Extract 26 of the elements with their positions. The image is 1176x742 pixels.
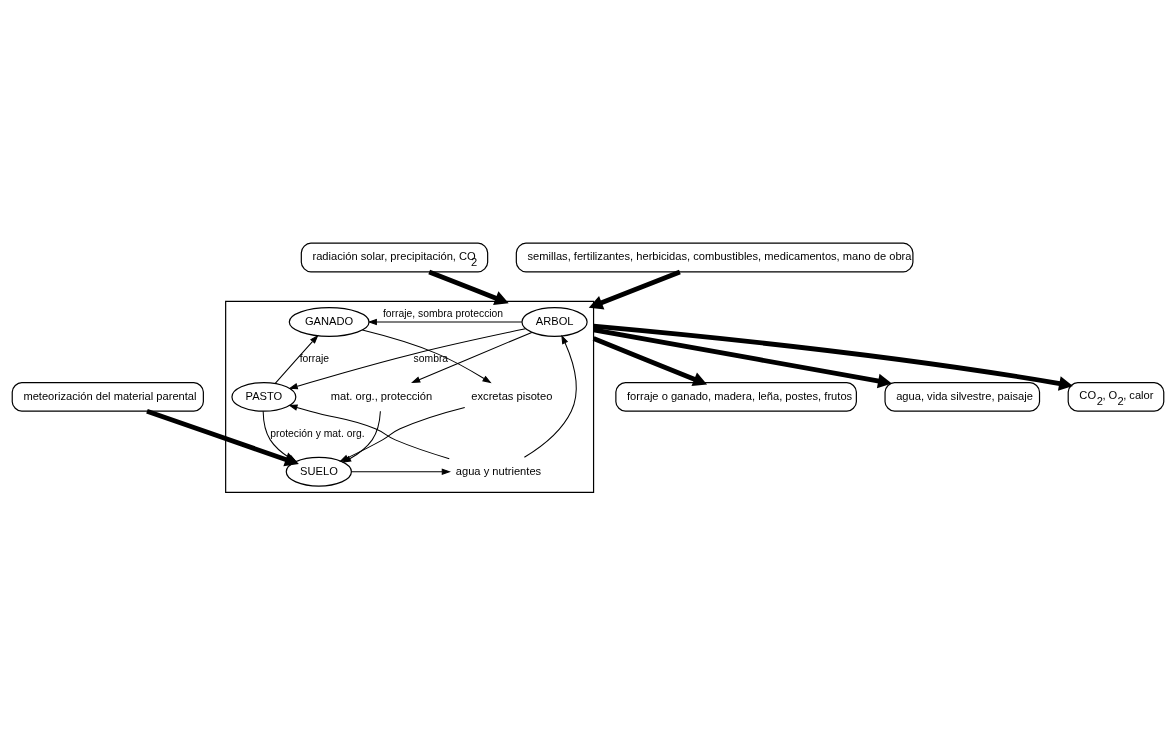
edge-label: sombra <box>413 353 449 365</box>
arrow <box>592 336 708 386</box>
arrow <box>411 331 533 384</box>
cluster <box>225 300 595 494</box>
arrow <box>593 323 1073 391</box>
arrow <box>367 318 523 326</box>
edge-label: proteción y mat. org. <box>270 428 365 440</box>
node-text: mat. org., protección <box>330 389 433 402</box>
node-box: agua, vida silvestre, paisaje <box>884 381 1041 412</box>
node-box: semillas, fertilizantes, herbicidas, combustibles, medicamentos, mano de obra <box>515 242 914 273</box>
edge-label: forraje, sombra proteccion <box>382 307 504 319</box>
node-box: forraje o ganado, madera, leña, postes, frutos <box>615 381 857 412</box>
edge-label: forraje <box>299 353 330 365</box>
arrow <box>593 327 892 389</box>
node-text: agua y nutrientes <box>455 464 542 477</box>
arrow <box>588 269 681 310</box>
node-ellipse: ARBOL <box>521 307 588 337</box>
node-box: meteorización del material parental <box>11 381 204 412</box>
arrow <box>351 468 451 475</box>
arrow <box>361 329 492 384</box>
arrow <box>288 328 527 390</box>
arrow <box>274 334 319 384</box>
node-text: excretas pisoteo <box>471 389 553 402</box>
arrow <box>288 404 450 460</box>
arrow <box>523 334 577 458</box>
node-ellipse: GANADO <box>288 307 370 337</box>
